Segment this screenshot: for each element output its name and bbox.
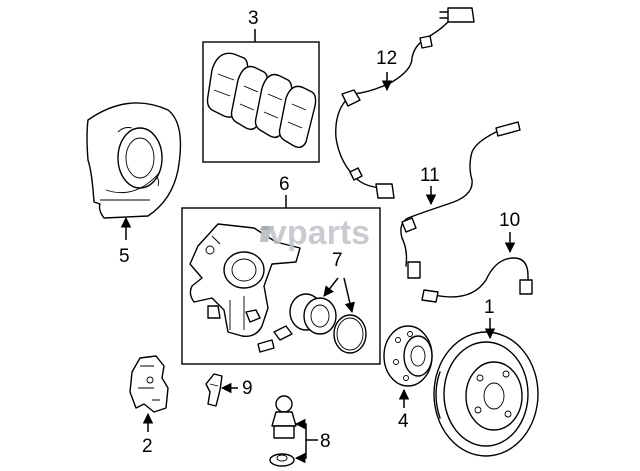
callout-8: 8 <box>320 431 331 452</box>
vparts-logo: vparts <box>260 214 370 252</box>
callout-4: 4 <box>398 411 409 432</box>
wheel-bearing <box>289 293 337 335</box>
brake-hose <box>421 257 533 303</box>
wheel-hub <box>383 325 433 387</box>
caliper-bracket <box>129 355 169 413</box>
pads-group-box <box>202 41 320 163</box>
callout-6: 6 <box>279 174 290 195</box>
callout-2: 2 <box>142 436 153 457</box>
retaining-clip <box>205 373 223 407</box>
ball-joint <box>271 395 297 439</box>
callout-12: 12 <box>376 48 397 69</box>
callout-10: 10 <box>499 210 520 231</box>
callout-9: 9 <box>242 378 253 399</box>
abs-sensor-wire-12 <box>335 7 475 199</box>
brake-pads <box>206 52 317 149</box>
knuckle-group-box <box>181 207 381 365</box>
callout-11: 11 <box>420 165 440 186</box>
callout-7: 7 <box>332 250 343 271</box>
callout-3: 3 <box>248 8 259 29</box>
watermark-text: vparts <box>268 214 370 252</box>
knuckle-bolts <box>257 325 293 353</box>
steering-knuckle <box>189 223 301 337</box>
abs-sensor-wire-11 <box>400 121 521 279</box>
callout-5: 5 <box>119 246 130 267</box>
dust-shield <box>86 102 182 219</box>
callout-1: 1 <box>484 297 495 318</box>
brake-rotor <box>433 331 539 457</box>
castle-nut <box>269 453 295 467</box>
snap-ring <box>333 314 367 354</box>
